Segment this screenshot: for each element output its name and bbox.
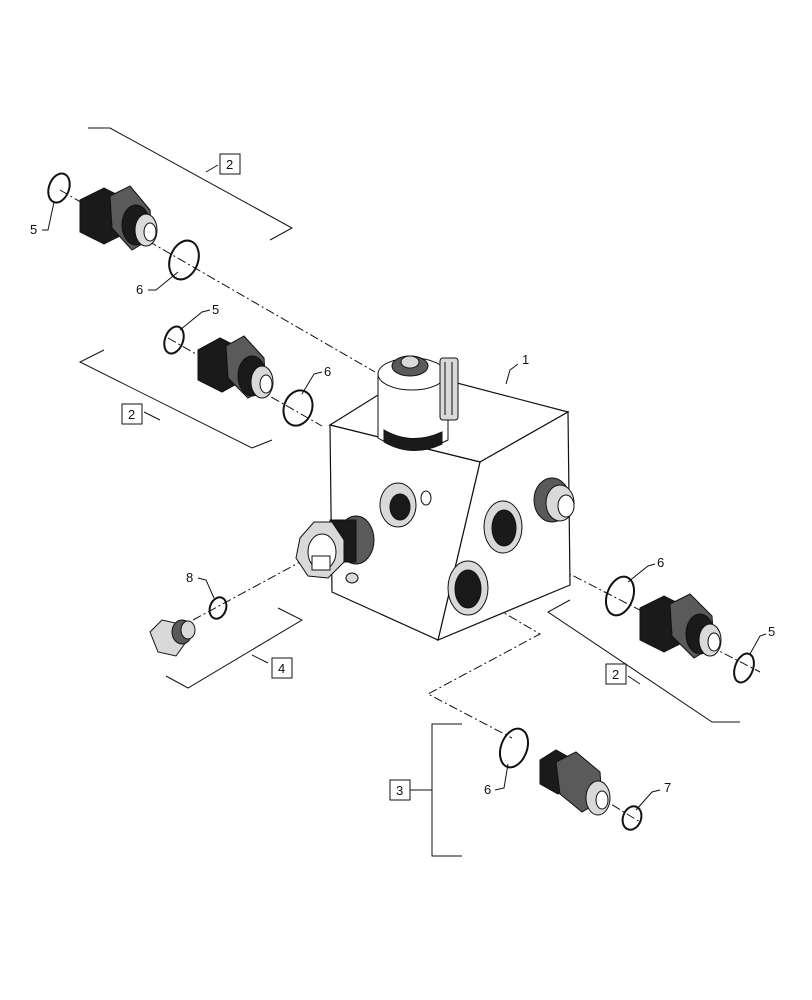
callout-5-a: 5 [30, 222, 37, 237]
callout-6-c: 6 [657, 555, 664, 570]
callout-2-right: 2 [612, 667, 619, 682]
callout-labels: 1 2 2 2 3 4 5 5 5 6 6 6 6 7 8 [30, 153, 775, 801]
fitting-icon [197, 335, 274, 399]
solenoid-icon [377, 355, 459, 451]
callout-box-top-left [219, 153, 241, 175]
o-ring-icon [604, 575, 755, 684]
callout-box-bottom [389, 779, 411, 801]
callout-2-top-left: 2 [226, 157, 233, 172]
callout-8: 8 [186, 570, 193, 585]
plug-icon [149, 619, 196, 657]
callout-box-right [605, 663, 627, 685]
fitting-icon [539, 749, 611, 816]
callout-5-b: 5 [212, 302, 219, 317]
callout-7: 7 [664, 780, 671, 795]
group-bracket-lines [78, 127, 740, 857]
o-ring-icon [208, 596, 228, 620]
callout-2-mid-left: 2 [128, 407, 135, 422]
fitting-icon [639, 593, 722, 659]
callout-1: 1 [522, 352, 529, 367]
callout-box-mid-left [121, 403, 143, 425]
leader-lines [42, 201, 767, 811]
plug-icon [533, 477, 575, 523]
callout-box-plug [271, 657, 293, 679]
callout-5-c: 5 [768, 624, 775, 639]
callout-6-a: 6 [136, 282, 143, 297]
callout-4: 4 [278, 661, 285, 676]
callout-3: 3 [396, 783, 403, 798]
port-icon [379, 482, 432, 528]
callout-6-d: 6 [484, 782, 491, 797]
callout-6-b: 6 [324, 364, 331, 379]
fitting-icon [79, 185, 158, 251]
knob-icon [295, 515, 375, 584]
port-icon [447, 500, 523, 616]
